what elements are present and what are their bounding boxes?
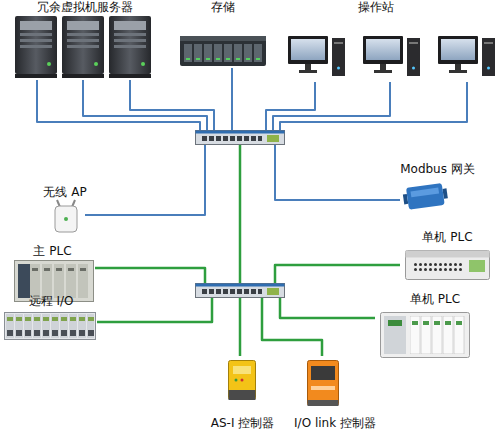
ap-led (64, 217, 68, 221)
switch-node (195, 283, 285, 298)
controller-node: I/O link 控制器 (285, 356, 385, 430)
io-rail (5, 313, 96, 340)
modbus-gateway (402, 182, 449, 210)
network-cable (130, 80, 214, 130)
switch-node (195, 130, 285, 145)
iolink-body (308, 361, 339, 406)
network-cable (280, 82, 467, 130)
network-switch (196, 131, 285, 145)
operator-pc (288, 36, 345, 76)
plc-terminals (413, 262, 463, 272)
network-cable (275, 265, 400, 283)
network-cable (37, 80, 200, 130)
device-label: AS-I 控制器 (211, 416, 275, 430)
iolink-window (311, 366, 335, 380)
remote-io (5, 313, 96, 340)
iolink-controller (308, 361, 339, 407)
plc-display (469, 260, 485, 272)
ap-body (55, 206, 77, 232)
ap-node: 无线 AP (45, 185, 85, 235)
device-label: 操作站 (358, 0, 394, 14)
storage-bays (184, 44, 262, 62)
device-label: 无线 AP (43, 185, 86, 199)
remote-io-node: 远程 I/O (5, 294, 97, 342)
iolink-plate (311, 386, 335, 390)
network-cable (239, 298, 242, 356)
network-switch (196, 284, 285, 298)
server-tower (62, 16, 104, 78)
asi-body (229, 361, 256, 400)
plc-modules (18, 264, 90, 298)
device-label: 单机 PLC (422, 230, 472, 244)
plc-body (406, 251, 490, 280)
asi-led (241, 379, 244, 382)
device-label: 单机 PLC (410, 292, 460, 306)
device-label: 主 PLC (33, 244, 71, 258)
plc-node: 单机 PLC (375, 292, 495, 360)
compact-plc (406, 251, 490, 280)
asi-controller (229, 361, 256, 401)
plc-body (381, 313, 470, 358)
network-cable (83, 80, 207, 130)
device-label: 存储 (211, 0, 235, 14)
network-cable (95, 268, 205, 283)
asi-led (235, 379, 238, 382)
iolink-terminal (308, 400, 339, 406)
device-label: 远程 I/O (29, 294, 74, 308)
gateway-body (406, 183, 445, 210)
plc-display (388, 320, 402, 326)
storage-top (180, 36, 266, 41)
gateway-label-plate (411, 188, 440, 198)
network-cable (262, 298, 322, 356)
asi-display (233, 366, 251, 374)
plc-modules (410, 316, 465, 354)
network-cable (231, 68, 233, 130)
device-label: I/O link 控制器 (294, 416, 376, 430)
operator-group: 操作站 (270, 0, 482, 82)
operator-pc (438, 36, 495, 76)
server-group: 冗余虚拟机服务器 (10, 0, 160, 80)
io-modules (6, 314, 94, 338)
storage-array (180, 36, 266, 66)
operator-pc (363, 36, 420, 76)
device-label: Modbus 网关 (400, 162, 475, 176)
server-tower (109, 16, 151, 78)
controller-node: AS-I 控制器 (205, 356, 280, 430)
plc-node: 主 PLC (10, 244, 95, 302)
asi-terminal (229, 390, 256, 400)
network-cable (85, 145, 205, 215)
storage-node: 存储 (175, 0, 270, 68)
network-cable (275, 145, 400, 200)
plc-cpu (18, 264, 30, 298)
network-cable (239, 145, 242, 283)
plc-cpu (384, 316, 406, 354)
storage-body (180, 36, 266, 66)
network-cable (97, 298, 212, 322)
compact-plc (381, 313, 470, 358)
wireless-ap (55, 200, 77, 232)
device-label: 冗余虚拟机服务器 (37, 0, 133, 14)
plc-top (406, 251, 490, 258)
network-cable (280, 298, 375, 318)
gateway-node: Modbus 网关 (400, 162, 475, 218)
server-tower (15, 16, 57, 78)
plc-node: 单机 PLC (400, 230, 495, 282)
